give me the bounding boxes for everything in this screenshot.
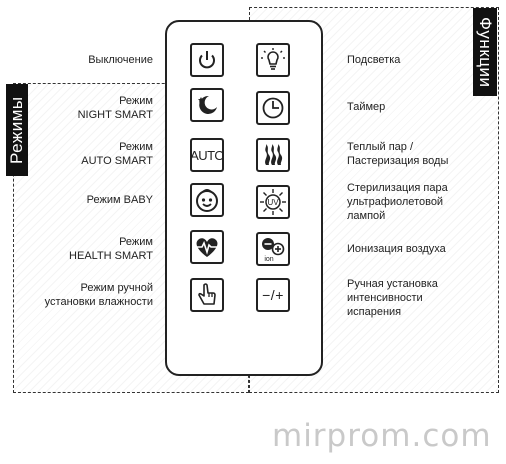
remote-control-body xyxy=(165,20,323,376)
modes-title: Режимы xyxy=(6,84,28,176)
ion-icon: ion xyxy=(262,238,285,263)
label-ionization: Ионизация воздуха xyxy=(347,243,446,255)
heart-pulse-icon xyxy=(196,238,218,257)
label-power-off: Выключение xyxy=(88,54,153,66)
label-warm-steam: Теплый пар /Пастеризация воды xyxy=(347,141,449,167)
night-smart-button[interactable] xyxy=(190,88,224,122)
baby-mode-button[interactable] xyxy=(190,183,224,217)
power-icon xyxy=(199,51,215,69)
timer-button[interactable] xyxy=(256,91,290,125)
power-button[interactable] xyxy=(190,43,224,77)
baby-face-icon xyxy=(196,189,218,212)
hand-pointer-icon xyxy=(198,283,216,305)
uv-sun-icon: UV xyxy=(260,189,286,215)
label-backlight: Подсветка xyxy=(347,54,401,66)
backlight-button[interactable] xyxy=(256,43,290,77)
lamp-icon xyxy=(261,48,285,70)
health-smart-button[interactable] xyxy=(190,230,224,264)
moon-stars-icon xyxy=(198,95,217,114)
plus-minus-text-icon: −/+ xyxy=(262,287,284,303)
label-baby: Режим BABY xyxy=(86,194,153,206)
ionization-button[interactable]: ion xyxy=(256,232,290,266)
warm-steam-button[interactable] xyxy=(256,138,290,172)
uv-sterilization-button[interactable]: UV xyxy=(256,185,290,219)
auto-text-icon: AUTO xyxy=(190,147,224,163)
clock-icon xyxy=(262,97,284,119)
label-timer: Таймер xyxy=(347,101,386,113)
watermark: mirprom.com xyxy=(272,418,492,454)
steam-icon xyxy=(265,144,283,165)
svg-text:ion: ion xyxy=(264,256,273,263)
functions-title: Функции xyxy=(473,8,497,96)
svg-text:UV: UV xyxy=(267,198,279,207)
auto-smart-button[interactable]: AUTO xyxy=(190,138,224,172)
manual-intensity-button[interactable]: −/+ xyxy=(256,278,290,312)
manual-humidity-button[interactable] xyxy=(190,278,224,312)
